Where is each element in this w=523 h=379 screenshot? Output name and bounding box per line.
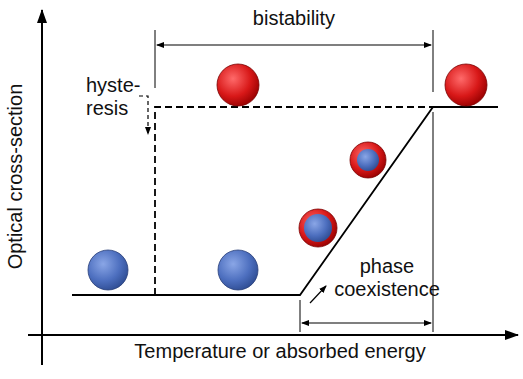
core-particle bbox=[304, 214, 332, 242]
axis-label: Optical cross-section bbox=[5, 83, 28, 269]
y-axis bbox=[41, 10, 43, 365]
x-axis bbox=[28, 334, 518, 336]
blue-particle bbox=[218, 250, 258, 290]
blue-particle bbox=[88, 250, 128, 290]
red-particle bbox=[445, 64, 487, 106]
bracket-tick bbox=[433, 30, 434, 92]
axis-label: Temperature or absorbed energy bbox=[40, 340, 520, 363]
bistability-arrow bbox=[157, 44, 431, 45]
coexistence-label: phase coexistence bbox=[325, 255, 449, 301]
shell-particle bbox=[350, 142, 386, 178]
bracket-tick bbox=[155, 30, 156, 88]
core-particle bbox=[357, 149, 379, 171]
bracket-label: bistability bbox=[234, 7, 354, 30]
shell-particle bbox=[299, 209, 337, 247]
coexistence-arrow bbox=[302, 322, 431, 323]
dashed-curve bbox=[155, 107, 498, 295]
red-particle bbox=[217, 64, 259, 106]
bracket-tick bbox=[300, 300, 301, 332]
solid-curve bbox=[72, 107, 498, 295]
hysteresis-arrow bbox=[139, 96, 148, 134]
direction-arrow bbox=[310, 286, 326, 303]
hysteresis-label: hyste- resis bbox=[86, 74, 148, 120]
